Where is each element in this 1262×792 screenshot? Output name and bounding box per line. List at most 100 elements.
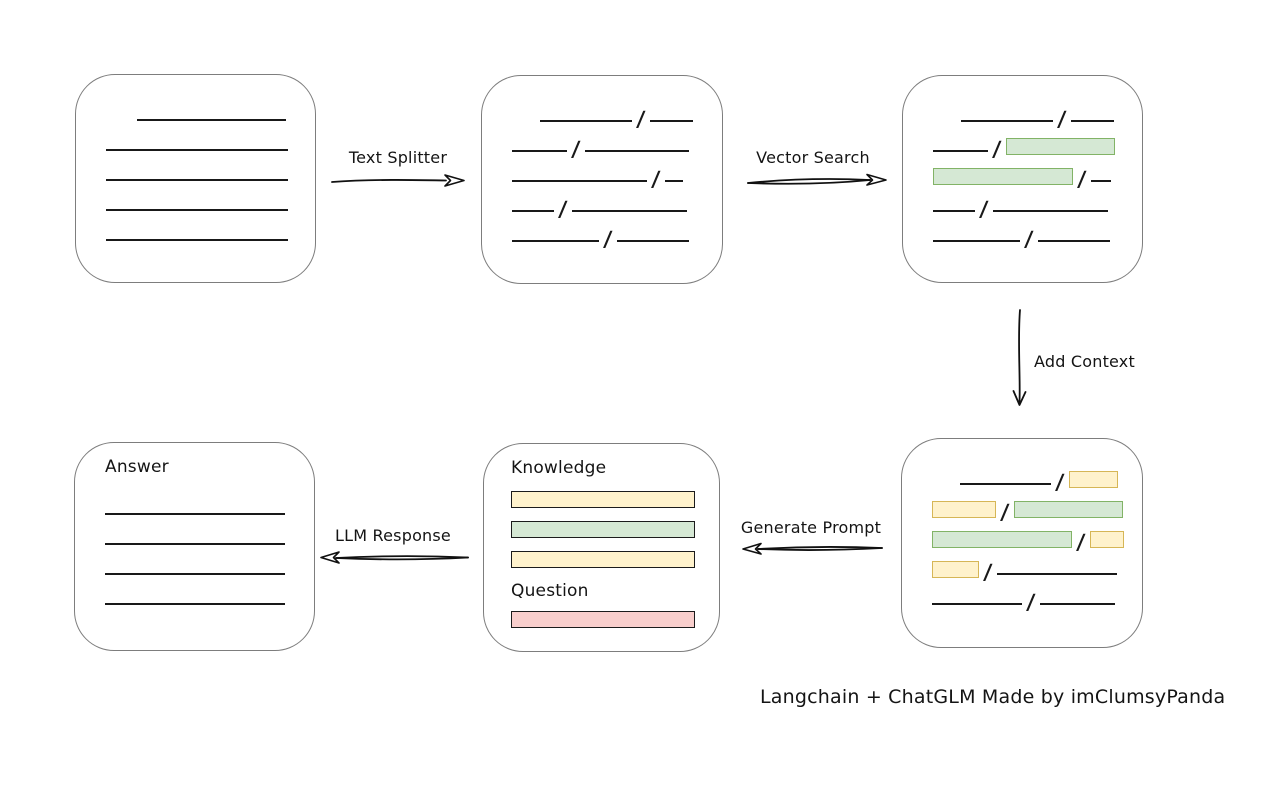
text-line [105,513,285,515]
document-lines [76,75,315,244]
doc-row [106,154,315,184]
vector-search-arrow-label: Vector Search [756,148,870,167]
text-line [933,210,975,212]
knowledge-label: Knowledge [511,458,607,478]
doc-row: / [933,185,1142,221]
doc-row: / [932,488,1142,524]
split-document-node: ///// [481,75,723,284]
vector-search-arrow [747,173,887,186]
doc-row [106,94,315,124]
text-line [106,239,288,241]
text-line [649,120,693,122]
split-slash: / [978,197,989,221]
split-slash: / [991,137,1002,161]
credit-caption: Langchain + ChatGLM Made by imClumsyPand… [760,686,1226,708]
text-line [933,240,1020,242]
document-lines: / / / / / [903,76,1142,251]
text-line [571,210,687,212]
yellow-highlight-chip [932,501,996,518]
split-slash: / [982,560,993,584]
split-slash: / [1023,227,1034,251]
split-slash: / [570,137,581,161]
yellow-highlight-chip [932,561,979,578]
doc-row: / [932,518,1142,554]
doc-row: / [512,95,722,131]
generate-prompt-arrow-label: Generate Prompt [740,518,882,537]
text-line [996,573,1117,575]
split-slash: / [635,107,646,131]
context-document-node: / / / / / [901,438,1143,648]
llm-response-arrow-label: LLM Response [335,526,451,545]
doc-row: / [932,548,1142,584]
split-slash: / [602,227,613,251]
text-line [105,573,285,575]
text-line [961,120,1053,122]
green-highlight-chip [1005,138,1115,155]
doc-row: / [932,578,1142,614]
text-line [512,180,647,182]
text-line [1090,180,1111,182]
red-bar [511,611,695,628]
doc-row [106,124,315,154]
text-line [540,120,632,122]
text-line [1039,603,1115,605]
doc-row [106,184,315,214]
text-line [1070,120,1114,122]
text-line [1037,240,1110,242]
doc-row: / [932,458,1142,494]
knowledge-bars [511,491,695,568]
text-line [992,210,1108,212]
doc-row [106,214,315,244]
text-line [106,149,288,151]
doc-row: / [512,185,722,221]
doc-row: / [933,155,1142,191]
yellow-bar [511,551,695,568]
text-line [105,543,285,545]
split-slash: / [557,197,568,221]
split-slash: / [1025,590,1036,614]
llm-response-arrow [320,551,469,564]
question-bars [511,611,695,628]
answer-label: Answer [105,457,169,477]
text-line [137,119,286,121]
doc-row: / [933,95,1142,131]
question-label: Question [511,581,589,601]
prompt-node: Knowledge Question [483,443,720,652]
split-slash: / [1075,530,1086,554]
text-splitter-arrow [331,174,465,187]
text-line [512,240,599,242]
green-highlight-chip [933,168,1073,185]
text-line [105,603,285,605]
split-slash: / [1056,107,1067,131]
text-line [512,150,567,152]
doc-row: / [512,155,722,191]
text-line [616,240,689,242]
add-context-arrow-label: Add Context [1034,352,1135,371]
green-highlight-chip [1013,501,1123,518]
split-slash: / [1054,470,1065,494]
text-splitter-arrow-label: Text Splitter [348,148,448,167]
doc-row: / [933,215,1142,251]
split-slash: / [1076,167,1087,191]
green-bar [511,521,695,538]
text-line [584,150,689,152]
answer-node: Answer [74,442,315,651]
text-line [933,150,988,152]
add-context-arrow [1012,309,1027,406]
source-document-node [75,74,316,283]
text-line [960,483,1051,485]
text-line [106,209,288,211]
yellow-highlight-chip [1089,531,1124,548]
text-line [664,180,683,182]
split-slash: / [999,500,1010,524]
yellow-highlight-chip [1068,471,1118,488]
green-highlight-chip [932,531,1072,548]
document-lines: / / / / / [902,439,1142,614]
vector-searched-document-node: / / / / / [902,75,1143,283]
answer-lines [105,513,285,605]
doc-row: / [512,125,722,161]
text-line [512,210,554,212]
doc-row: / [933,125,1142,161]
document-lines: ///// [482,76,722,251]
